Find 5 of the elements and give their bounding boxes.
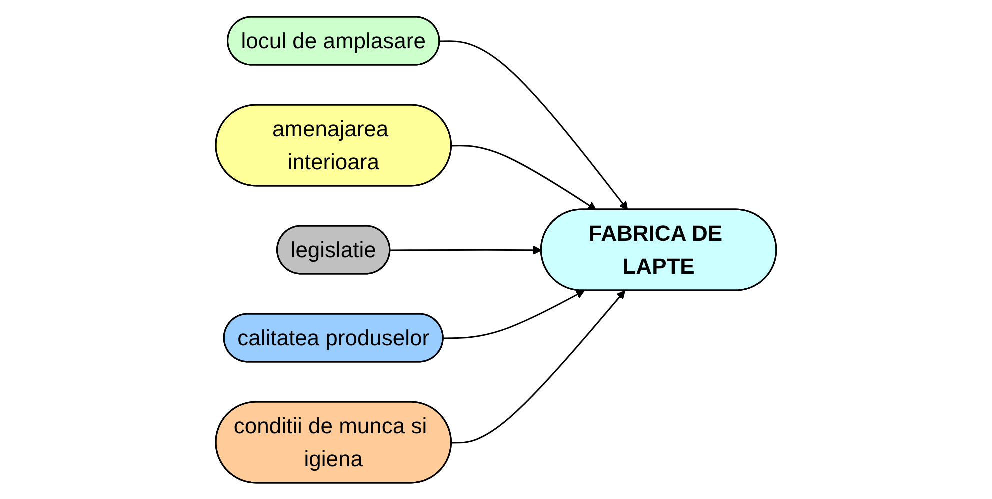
- arrow: [452, 144, 596, 210]
- arrow: [452, 290, 626, 444]
- arrow: [443, 290, 585, 339]
- arrow: [390, 246, 542, 254]
- arrow: [440, 40, 628, 210]
